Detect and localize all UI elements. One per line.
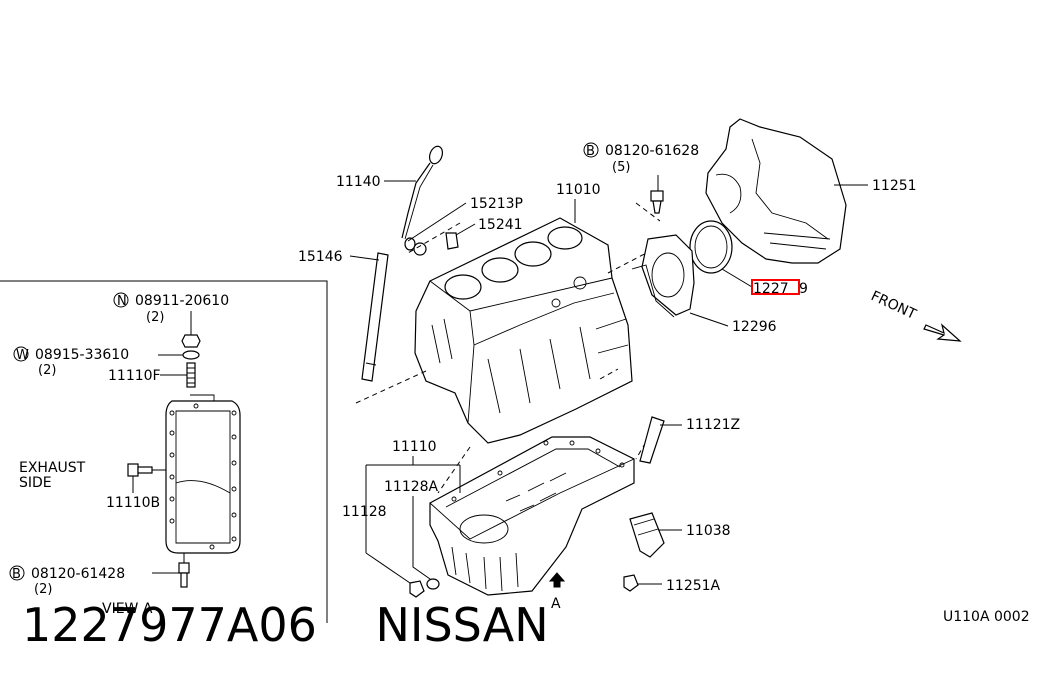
exhaust-line-2: SIDE: [19, 475, 52, 491]
label-11128a: 11128A: [384, 479, 439, 495]
view-a-bottom-bolt-icon: [178, 553, 190, 588]
callout-11251[interactable]: 11251: [834, 178, 917, 194]
washer-prefix: W: [16, 348, 29, 363]
label-12296: 12296: [732, 319, 777, 335]
label-11251a: 11251A: [666, 578, 721, 594]
label-11010: 11010: [556, 182, 601, 198]
part-caption: 1227977A06 NISSAN: [22, 598, 593, 652]
label-11140: 11140: [336, 174, 381, 190]
nut-callout[interactable]: N 08911-20610 (2): [113, 292, 229, 335]
stud-callout[interactable]: 11110F: [108, 368, 187, 384]
sensor-part: [445, 232, 459, 250]
view-a-title: VIEW A: [102, 601, 153, 617]
callout-15213p[interactable]: 15213P: [407, 196, 523, 242]
view-a-oil-pan: [165, 394, 241, 554]
bottom-bolt-quantity: (2): [34, 582, 52, 597]
stud-part-number: 11110F: [108, 368, 161, 384]
callout-15146[interactable]: 15146: [298, 249, 380, 265]
callout-11128a[interactable]: 11128A: [384, 479, 439, 580]
view-a-nut-icon: [181, 334, 201, 348]
callout-11251a[interactable]: 11251A: [638, 578, 721, 594]
view-a-marker: A: [548, 572, 566, 612]
assembly-lines: [355, 202, 661, 494]
bottom-bolt-callout[interactable]: B 08120-61428 (2): [9, 565, 179, 597]
view-a-side-bolt-icon: [127, 463, 166, 493]
exhaust-side-note: EXHAUST SIDE: [19, 460, 86, 491]
nut-quantity: (2): [146, 310, 164, 325]
callout-12296[interactable]: 12296: [689, 312, 777, 335]
bottom-bolt-part-number: 08120-61428: [31, 566, 125, 582]
caption-brand: NISSAN: [375, 598, 549, 652]
callout-11140[interactable]: 11140: [336, 174, 416, 190]
nut-prefix: N: [117, 294, 127, 309]
callout-11038[interactable]: 11038: [658, 523, 731, 539]
oil-pan-part: [429, 436, 635, 596]
exhaust-line-1: EXHAUST: [19, 460, 86, 476]
rear-bolt-quantity: (5): [612, 160, 630, 175]
drawing-id: U110A 0002: [943, 609, 1030, 625]
cylinder-block-part: [414, 217, 633, 444]
rear-bolt-part: [650, 190, 664, 214]
dipstick-part: [401, 145, 444, 240]
oil-seal-part: [689, 220, 733, 274]
side-bolt-callout[interactable]: 11110B: [106, 495, 160, 511]
callout-11110[interactable]: 11110: [365, 439, 461, 553]
label-15146: 15146: [298, 249, 343, 265]
lower-bolt-part: [623, 574, 639, 592]
callout-12279[interactable]: 1227 9: [721, 268, 808, 297]
view-a-washer-icon: [182, 350, 200, 360]
front-indicator: FRONT: [868, 288, 962, 342]
view-a-inset: [0, 280, 328, 623]
nut-part-number: 08911-20610: [135, 293, 229, 309]
label-11038: 11038: [686, 523, 731, 539]
washer-quantity: (2): [38, 363, 56, 378]
callout-11121z[interactable]: 11121Z: [660, 417, 740, 433]
label-11110: 11110: [392, 439, 437, 455]
label-11121z: 11121Z: [686, 417, 740, 433]
label-15241: 15241: [478, 217, 523, 233]
label-12279-tail: 9: [799, 281, 808, 297]
rear-bolt-part-number: 08120-61628: [605, 143, 699, 159]
rear-plate-part: [705, 118, 847, 264]
caption-part-number: 1227977A06: [22, 598, 317, 652]
side-bolt-part-number: 11110B: [106, 495, 160, 511]
view-marker-label: A: [551, 596, 561, 612]
label-12279-highlighted: 1227: [753, 281, 789, 297]
drain-plug-part: [409, 578, 440, 598]
front-label: FRONT: [868, 288, 919, 323]
bracket-part: [629, 512, 665, 558]
bottom-bolt-prefix: B: [12, 567, 21, 582]
label-15213p: 15213P: [470, 196, 523, 212]
view-a-stud-icon: [186, 362, 196, 388]
grommet-part: [404, 237, 427, 256]
rear-bolt-callout[interactable]: B 08120-61628 (5): [583, 142, 699, 191]
label-11128: 11128: [342, 504, 387, 520]
callout-11128[interactable]: 11128: [342, 504, 411, 584]
baffle-part: [639, 416, 665, 464]
rear-bolt-prefix: B: [586, 144, 595, 159]
highlight-box: [751, 279, 800, 295]
washer-part-number: 08915-33610: [35, 347, 129, 363]
callout-15241[interactable]: 15241: [455, 217, 523, 236]
dipstick-guide-part: [361, 252, 389, 382]
label-11251: 11251: [872, 178, 917, 194]
callout-11010[interactable]: 11010: [556, 182, 601, 223]
seal-retainer-part: [631, 234, 695, 318]
washer-callout[interactable]: W 08915-33610 (2): [13, 346, 183, 378]
